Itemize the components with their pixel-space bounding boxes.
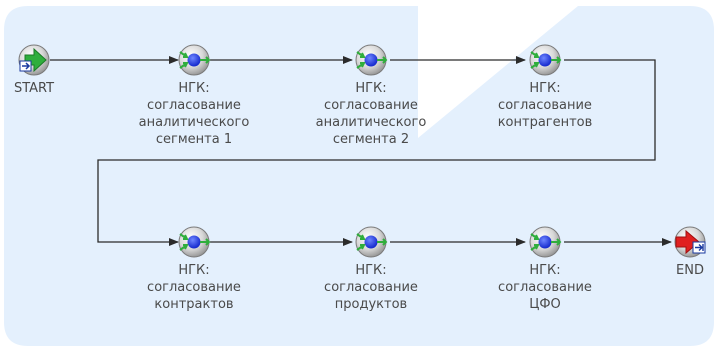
activity-node-icon: [355, 44, 388, 76]
node-activity-4-label: НГК: согласование контрактов: [147, 263, 241, 312]
node-activity-5[interactable]: НГК: согласование продуктов: [306, 224, 436, 313]
activity-node-icon: [178, 226, 211, 258]
node-activity-1-label: НГК: согласование аналитического сегмент…: [138, 81, 250, 147]
end-arrow-icon: [674, 226, 706, 258]
node-activity-3[interactable]: НГК: согласование контрагентов: [480, 42, 610, 131]
node-activity-2[interactable]: НГК: согласование аналитического сегмент…: [306, 42, 436, 148]
node-activity-5-label: НГК: согласование продуктов: [324, 263, 418, 312]
node-activity-4[interactable]: НГК: согласование контрактов: [129, 224, 259, 313]
activity-node-icon: [529, 226, 562, 258]
node-activity-1[interactable]: НГК: согласование аналитического сегмент…: [129, 42, 259, 148]
node-end[interactable]: END: [625, 224, 718, 279]
activity-node-icon: [178, 44, 211, 76]
node-end-label: END: [676, 263, 704, 278]
activity-node-icon: [355, 226, 388, 258]
activity-node-icon: [529, 44, 562, 76]
connectors-group: [50, 56, 672, 246]
start-arrow-icon: [18, 44, 50, 76]
node-start[interactable]: START: [0, 42, 99, 97]
connector-n3-to-n4[interactable]: [97, 59, 656, 246]
node-activity-2-label: НГК: согласование аналитического сегмент…: [315, 81, 427, 147]
node-activity-6[interactable]: НГК: согласование ЦФО: [480, 224, 610, 313]
node-start-label: START: [13, 81, 55, 96]
diagram-background-panel: [4, 6, 714, 346]
node-activity-6-label: НГК: согласование ЦФО: [498, 263, 592, 312]
node-activity-3-label: НГК: согласование контрагентов: [497, 81, 593, 130]
